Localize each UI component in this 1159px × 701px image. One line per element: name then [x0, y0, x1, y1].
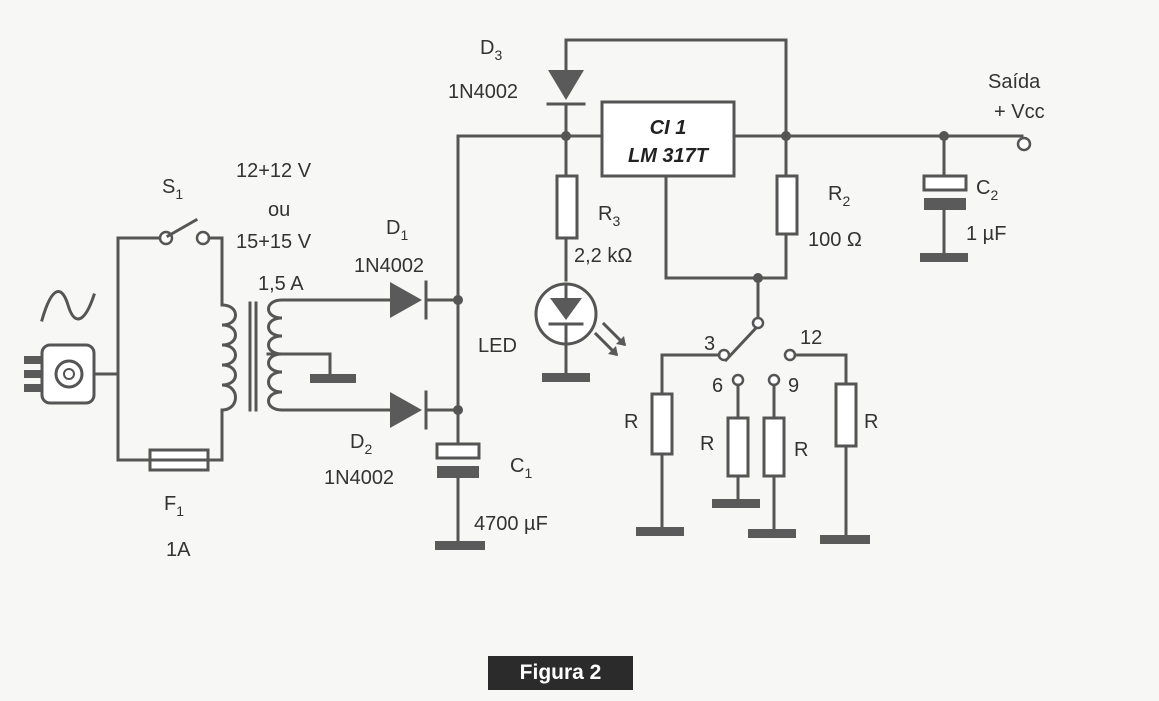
figure-caption: Figura 2: [488, 656, 633, 690]
switch-label-6: 6: [712, 375, 723, 397]
r-bank-6-label: R: [700, 433, 714, 455]
r-bank-3-label: R: [624, 411, 638, 433]
r-bank-9-resistor: [762, 416, 786, 478]
s1-label: S1: [162, 176, 183, 202]
ic1-regulator: [600, 100, 736, 178]
r-bank-3-resistor: [650, 392, 674, 456]
s1-switch: [165, 217, 199, 239]
d1-diode: [390, 282, 422, 318]
c2-ground: [920, 253, 968, 262]
f1-label: F1: [164, 493, 184, 519]
r3-value: 2,2 kΩ: [574, 245, 632, 267]
transformer-ground: [310, 374, 356, 383]
c1-ground: [435, 541, 485, 550]
output-terminal: [1016, 136, 1032, 152]
led: [534, 282, 627, 378]
r3-resistor: [555, 174, 579, 240]
r2-value: 100 Ω: [808, 229, 862, 251]
output-label: Saída: [988, 71, 1041, 93]
r3-label: R3: [598, 203, 620, 229]
output-vcc: + Vcc: [994, 101, 1045, 123]
r-bank-6-resistor: [726, 416, 750, 478]
ic1-part: LM 317T: [628, 145, 710, 167]
f1-value: 1A: [166, 539, 191, 561]
c2-value: 1 µF: [966, 223, 1006, 245]
d2-diode: [390, 392, 422, 428]
power-plug: [24, 343, 96, 405]
transformer-or: ou: [268, 199, 290, 221]
r-bank-12-label: R: [864, 411, 878, 433]
transformer-voltage-2: 15+15 V: [236, 231, 312, 253]
r-bank-9-label: R: [794, 439, 808, 461]
r2-label: R2: [828, 183, 850, 209]
ac-source-symbol: [40, 290, 96, 322]
r-bank-12-resistor: [834, 382, 858, 448]
c2-label: C2: [976, 177, 998, 203]
c1-capacitor-plate: [435, 442, 481, 460]
led-ground: [542, 373, 590, 382]
transformer-primary: [220, 303, 237, 412]
d2-label: D2: [350, 431, 372, 457]
switch-label-12: 12: [800, 327, 822, 349]
d1-part: 1N4002: [354, 255, 424, 277]
d3-diode: [548, 70, 584, 100]
selector-common-terminal: [751, 316, 765, 330]
switch-label-9: 9: [788, 375, 799, 397]
c1-value: 4700 µF: [474, 513, 548, 535]
r2-resistor: [775, 174, 799, 236]
switch-label-3: 3: [704, 333, 715, 355]
c1-label: C1: [510, 455, 532, 481]
transformer-current: 1,5 A: [258, 273, 304, 295]
c2-capacitor-plate: [922, 174, 968, 192]
transformer-voltage-1: 12+12 V: [236, 160, 312, 182]
d3-label: D3: [480, 37, 502, 63]
led-label: LED: [478, 335, 517, 357]
selector-arm: [723, 325, 759, 363]
ic1-name: CI 1: [650, 117, 687, 139]
d3-part: 1N4002: [448, 81, 518, 103]
d1-label: D1: [386, 217, 408, 243]
d2-part: 1N4002: [324, 467, 394, 489]
